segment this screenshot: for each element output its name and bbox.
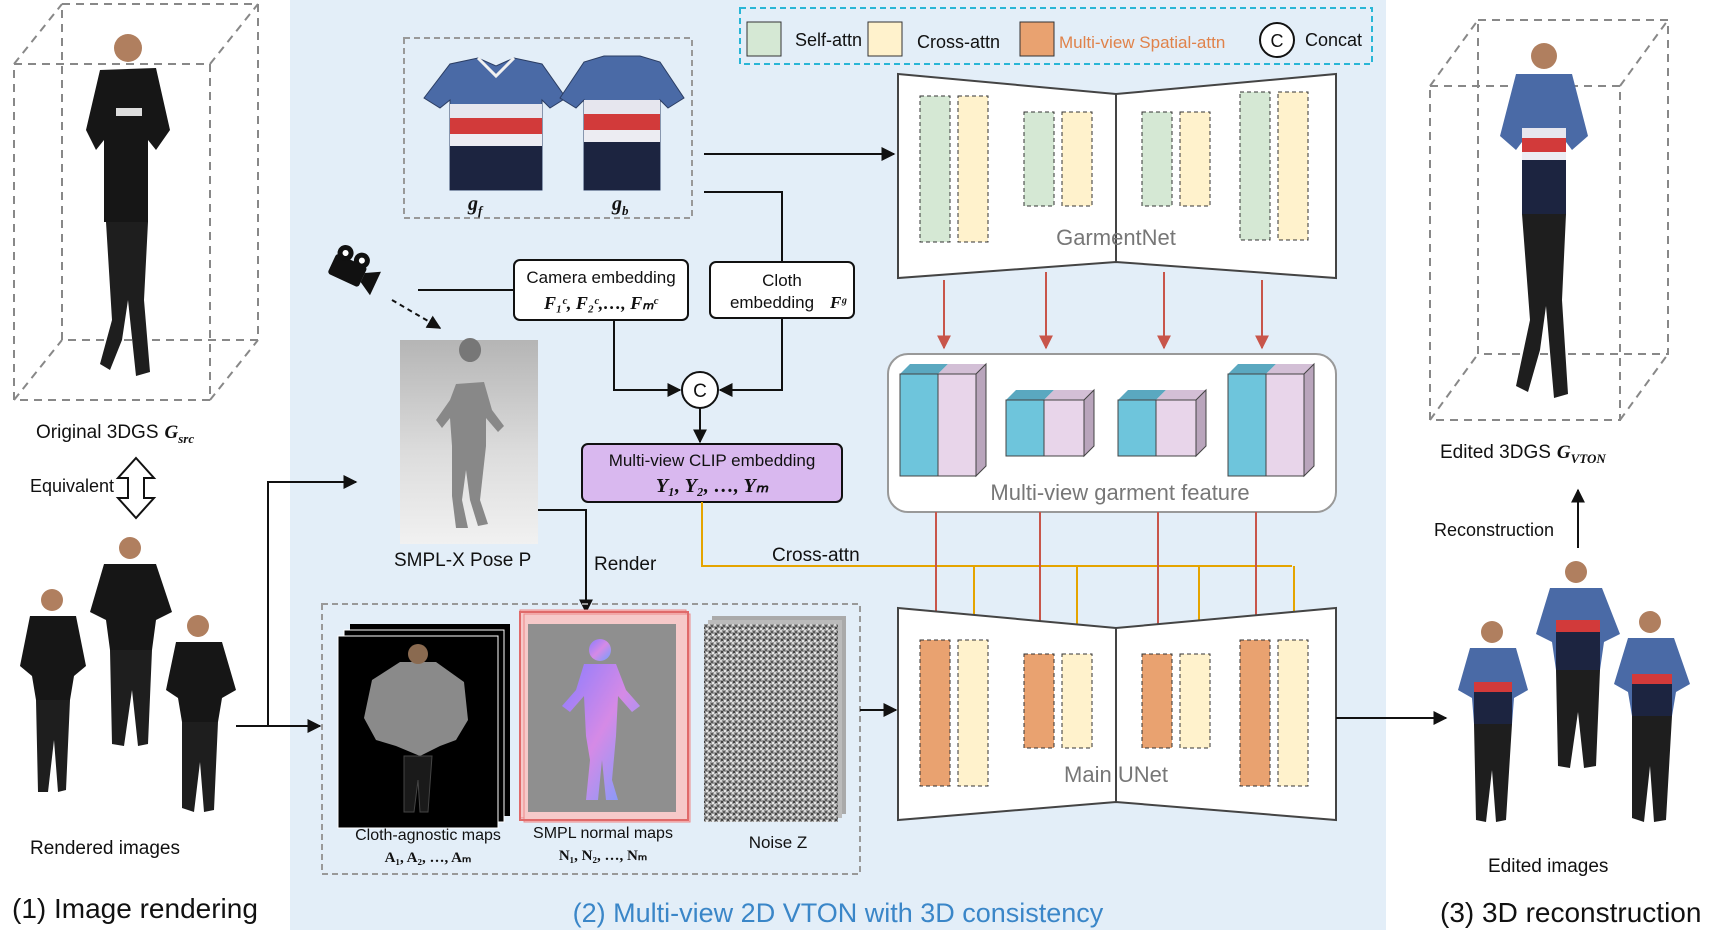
main-unet: Main UNet [897,606,1337,822]
legend-concat-label: Concat [1305,30,1362,50]
garmentnet-cross-attn-1 [957,95,989,243]
cloth-embedding-line1: Cloth [762,271,802,290]
garment-feature: Multi-view garment feature [887,353,1337,513]
garment-to-cloth-embedding-line [704,191,783,262]
edited-3dgs-cube [1429,19,1669,421]
render-label: Render [594,554,657,575]
unet-spatial-attn-3 [1141,653,1173,749]
garment-images: gf gb [403,37,693,219]
cross-attn-route-label: Cross-attn [772,545,860,566]
images-to-pose-arrow [236,475,358,727]
stage3-title: (3) 3D reconstruction [1440,897,1701,928]
unet-cross-attn-1 [957,639,989,787]
garmentnet-self-attn-1 [919,95,951,243]
garmentnet-cross-attn-4 [1277,91,1309,241]
camera-to-concat-arrow [613,320,682,397]
garmentnet-self-attn-2 [1023,111,1055,207]
garmentnet-self-attn-4 [1239,91,1271,241]
rendered-images-people [20,537,236,812]
legend-concat-symbol: C [1271,31,1284,51]
garment-feature-label: Multi-view garment feature [990,480,1249,505]
garment-back-image [559,55,685,191]
clip-embedding-box [581,443,843,503]
cloth-embedding-math: Fᵍ [829,293,847,312]
clip-embedding-title: Multi-view CLIP embedding [609,451,816,470]
legend-self-attn-label: Self-attn [795,30,862,50]
edited-person-image [1500,43,1588,398]
unet-cross-attn-3 [1179,653,1211,749]
concat-symbol: C [693,381,707,402]
cross-attn-route [701,502,1292,567]
camera-embedding-title: Camera embedding [526,268,675,287]
original-person-image [86,34,170,376]
stage1-title: (1) Image rendering [12,893,258,924]
edited-images-people [1458,561,1690,822]
garmentnet-cross-attn-2 [1061,111,1093,207]
legend-cross-attn-swatch [867,21,903,57]
legend-self-attn-swatch [746,21,782,57]
rendered-images-label: Rendered images [30,838,180,859]
cloth-to-concat-arrow [718,318,783,397]
camera-to-pose-arrow [391,299,442,329]
cloth-embedding-line2: embedding [730,293,814,312]
unet-spatial-attn-1 [919,639,951,787]
normal-maps-math: N₁, N₂, …, Nₘ [559,848,647,864]
garment-front-label: gf [467,193,484,218]
legend: Self-attn Cross-attn Multi-view Spatial-… [739,7,1373,65]
video-camera-icon [328,245,381,296]
stage2-title: (2) Multi-view 2D VTON with 3D consisten… [573,898,1104,928]
smplx-pose-image [400,338,538,544]
agnostic-maps-label: Cloth-agnostic maps [355,827,501,844]
camera-embedding-math: F₁ᶜ, F₂ᶜ,…, Fₘᶜ [543,293,659,313]
equivalent-double-arrow [115,456,157,520]
conditioning-maps-box [321,603,861,875]
garmentnet-label: GarmentNet [1056,225,1176,250]
normal-maps-label: SMPL normal maps [533,825,673,842]
conditioning-maps: Cloth-agnostic maps A₁, A₂, …, Aₘ SMPL n… [321,603,861,875]
unet-cross-attn-2 [1061,653,1093,749]
noise-label: Noise Z [749,833,808,852]
clip-embedding-math: Y₁, Y₂, …, Yₘ [656,475,769,497]
garment-front-image [423,56,567,191]
noise-image [704,624,838,822]
legend-concat-icon [1259,22,1295,58]
camera-embedding-box [513,259,689,321]
garmentnet-self-attn-3 [1141,111,1173,207]
garment-back-label: gb [611,193,629,218]
legend-cross-attn-label: Cross-attn [917,32,1000,52]
legend-spatial-attn-swatch [1019,21,1055,57]
main-unet-label: Main UNet [1064,762,1168,787]
edited-images-label: Edited images [1488,856,1608,877]
garment-images-box [403,37,693,219]
legend-spatial-attn-label: Multi-view Spatial-attn [1059,33,1225,52]
original-3dgs-cube [13,3,259,401]
garmentnet-blocks [919,91,1309,243]
garmentnet: GarmentNet [897,72,1337,280]
unet-spatial-attn-4 [1239,639,1271,787]
reconstruction-label: Reconstruction [1434,520,1554,540]
agnostic-maps-math: A₁, A₂, …, Aₘ [385,850,472,866]
smplx-pose-label: SMPL-X Pose P [394,550,531,571]
equivalent-label: Equivalent [30,476,114,496]
garment-feature-box [887,353,1337,513]
unet-spatial-attn-2 [1023,653,1055,749]
garmentnet-cross-attn-3 [1179,111,1211,207]
render-arrow [538,509,593,614]
unet-cross-attn-4 [1277,639,1309,787]
